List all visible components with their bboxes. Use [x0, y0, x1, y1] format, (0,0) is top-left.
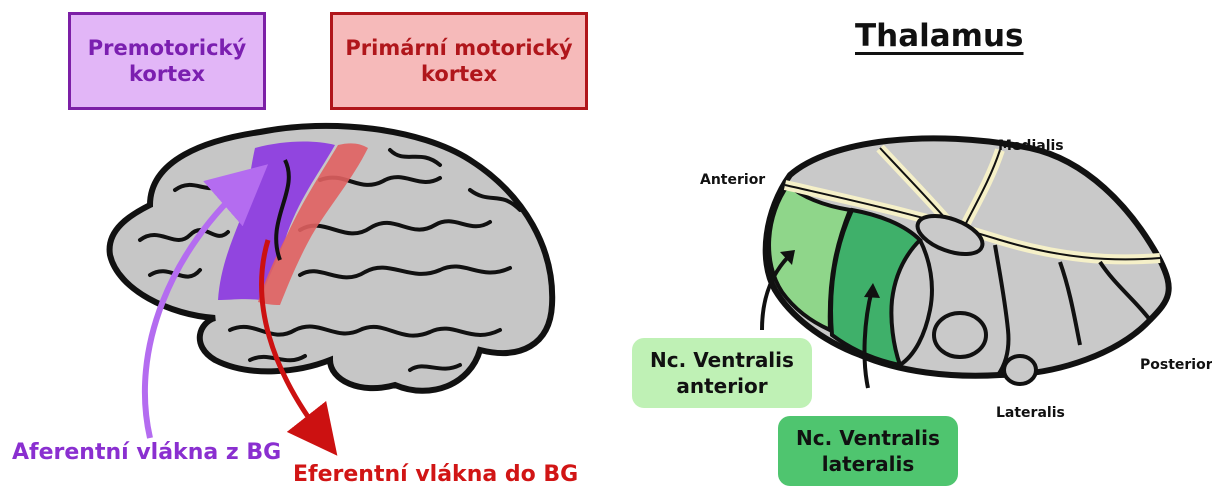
thalamus-illustration: [762, 138, 1169, 388]
direction-posterior-label: Posterior: [1140, 357, 1212, 373]
efferent-fibers-label: Eferentní vlákna do BG: [293, 462, 578, 487]
thalamus-title: Thalamus: [855, 18, 1024, 54]
direction-lateralis-label: Lateralis: [996, 405, 1065, 421]
afferent-fibers-label: Aferentní vlákna z BG: [12, 440, 281, 465]
nc-ventralis-lateralis-label: Nc. Ventralis lateralis: [778, 416, 958, 486]
direction-medialis-label: Medialis: [998, 138, 1064, 154]
brain: [110, 126, 553, 391]
premotor-cortex-label-box: Premotorický kortex: [68, 12, 266, 110]
primary-motor-cortex-label-box: Primární motorický kortex: [330, 12, 588, 110]
direction-anterior-label: Anterior: [700, 172, 765, 188]
nc-ventralis-anterior-label: Nc. Ventralis anterior: [632, 338, 812, 408]
